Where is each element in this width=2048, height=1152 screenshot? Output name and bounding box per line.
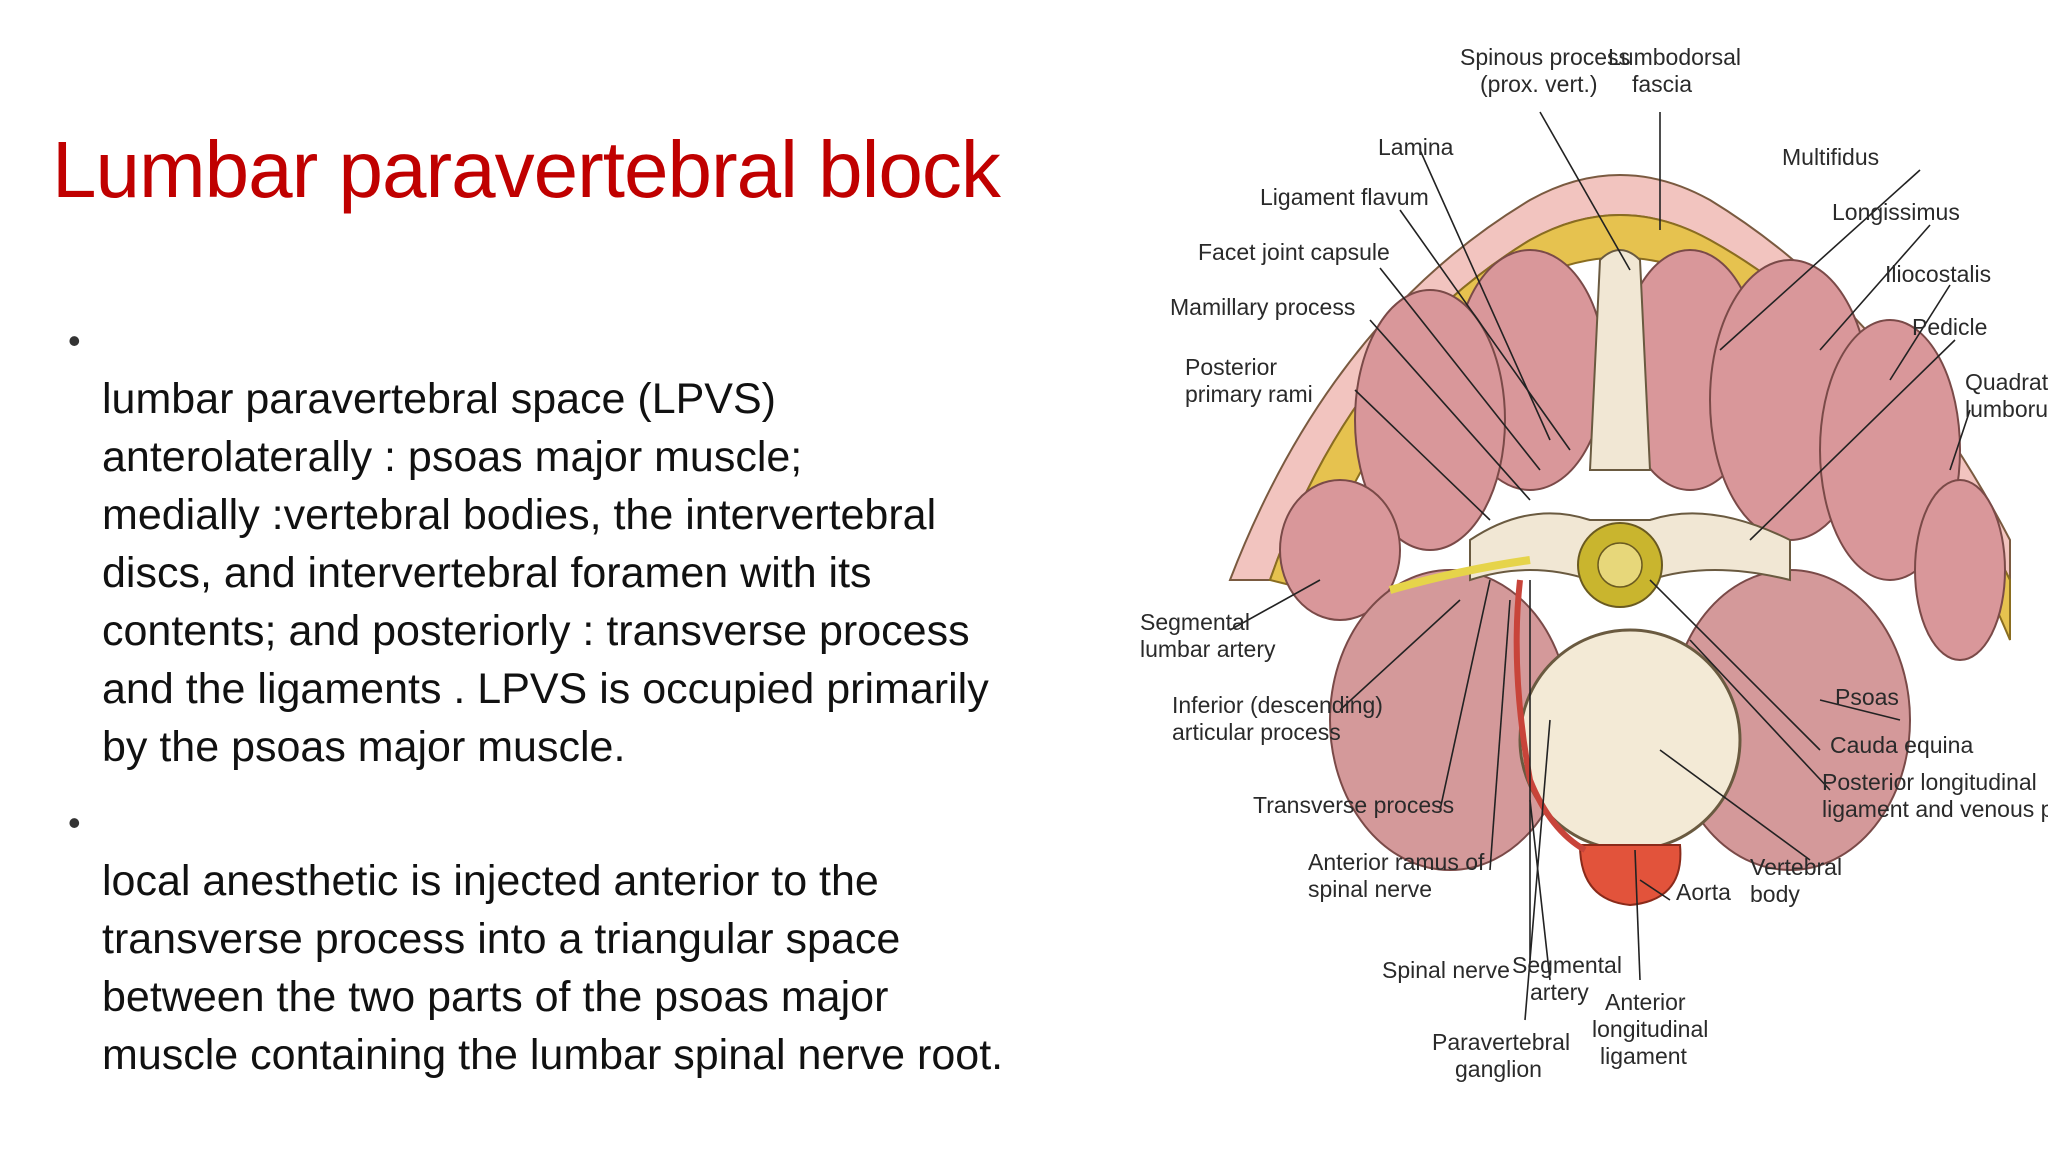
label-lumbodorsal: Lumbodorsal [1608, 44, 1741, 70]
quadratus-lumborum-muscle [1914, 479, 2006, 661]
label-iliocostalis: Iliocostalis [1885, 261, 1991, 287]
label-pll-2: ligament and venous plexus [1822, 796, 2048, 822]
label-segmental-lumbar: Segmental [1140, 609, 1250, 635]
label-cauda-equina: Cauda equina [1830, 732, 1973, 758]
left-erector-muscle-2 [1354, 289, 1506, 551]
slide-title: Lumbar paravertebral block [52, 125, 1001, 214]
bullet-text: lumbar paravertebral space (LPVS) antero… [102, 375, 989, 771]
label-pedicle: Pedicle [1912, 314, 1987, 340]
bullet-dot-icon: • [68, 320, 81, 361]
label-posterior-rami-2: primary rami [1185, 381, 1313, 407]
bullet-item: • lumbar paravertebral space (LPVS) anter… [62, 312, 1142, 776]
label-ganglion: Paravertebral [1432, 1029, 1570, 1055]
label-mamillary: Mamillary process [1170, 294, 1355, 320]
label-spinous-process: Spinous process [1460, 44, 1630, 70]
label-aorta: Aorta [1676, 879, 1731, 905]
label-longissimus: Longissimus [1832, 199, 1960, 225]
leader-lines [1229, 111, 1971, 1021]
label-quadratus: Quadratus [1965, 369, 2048, 395]
label-psoas: Psoas [1835, 684, 1899, 710]
label-multifidus: Multifidus [1782, 144, 1879, 170]
diagram-labels: Spinous process (prox. vert.) Lumbodorsa… [1140, 44, 2048, 1082]
label-all-2: longitudinal [1592, 1016, 1708, 1042]
bullet-text: local anesthetic is injected anterior to… [102, 857, 1004, 1079]
label-pll: Posterior longitudinal [1822, 769, 2037, 795]
label-segmental-lumbar-2: lumbar artery [1140, 636, 1276, 662]
label-all: Anterior [1605, 989, 1686, 1015]
label-inferior-articular: Inferior (descending) [1172, 692, 1383, 718]
label-segmental-artery-2: artery [1530, 979, 1589, 1005]
bullet-list: • lumbar paravertebral space (LPVS) anter… [62, 312, 1142, 1102]
label-anterior-ramus-2: spinal nerve [1308, 876, 1432, 902]
cauda-equina [1597, 542, 1643, 588]
label-spinal-nerve: Spinal nerve [1382, 957, 1510, 983]
label-transverse-process: Transverse process [1253, 792, 1454, 818]
label-segmental-artery: Segmental [1512, 952, 1622, 978]
label-vertebral-body: Vertebral [1750, 854, 1842, 880]
label-lumbodorsal-2: fascia [1632, 71, 1692, 97]
spinous-process [1588, 249, 1652, 471]
label-posterior-rami: Posterior [1185, 354, 1277, 380]
label-spinous-process-2: (prox. vert.) [1480, 71, 1598, 97]
bullet-dot-icon: • [68, 802, 81, 843]
bullet-item: • local anesthetic is injected anterior … [62, 794, 1142, 1084]
label-ganglion-2: ganglion [1455, 1056, 1542, 1082]
label-ligament-flavum: Ligament flavum [1260, 184, 1429, 210]
label-vertebral-body-2: body [1750, 881, 1800, 907]
label-quadratus-2: lumborum [1965, 396, 2048, 422]
segmental-artery [1513, 579, 1587, 853]
label-anterior-ramus: Anterior ramus of [1308, 849, 1485, 875]
label-facet-joint: Facet joint capsule [1198, 239, 1390, 265]
lumbar-cross-section-diagram: Spinous process (prox. vert.) Lumbodorsa… [1140, 44, 2048, 1082]
spinal-nerve [1388, 556, 1531, 594]
label-lamina: Lamina [1378, 134, 1454, 160]
label-inferior-articular-2: articular process [1172, 719, 1341, 745]
label-all-3: ligament [1600, 1043, 1688, 1069]
